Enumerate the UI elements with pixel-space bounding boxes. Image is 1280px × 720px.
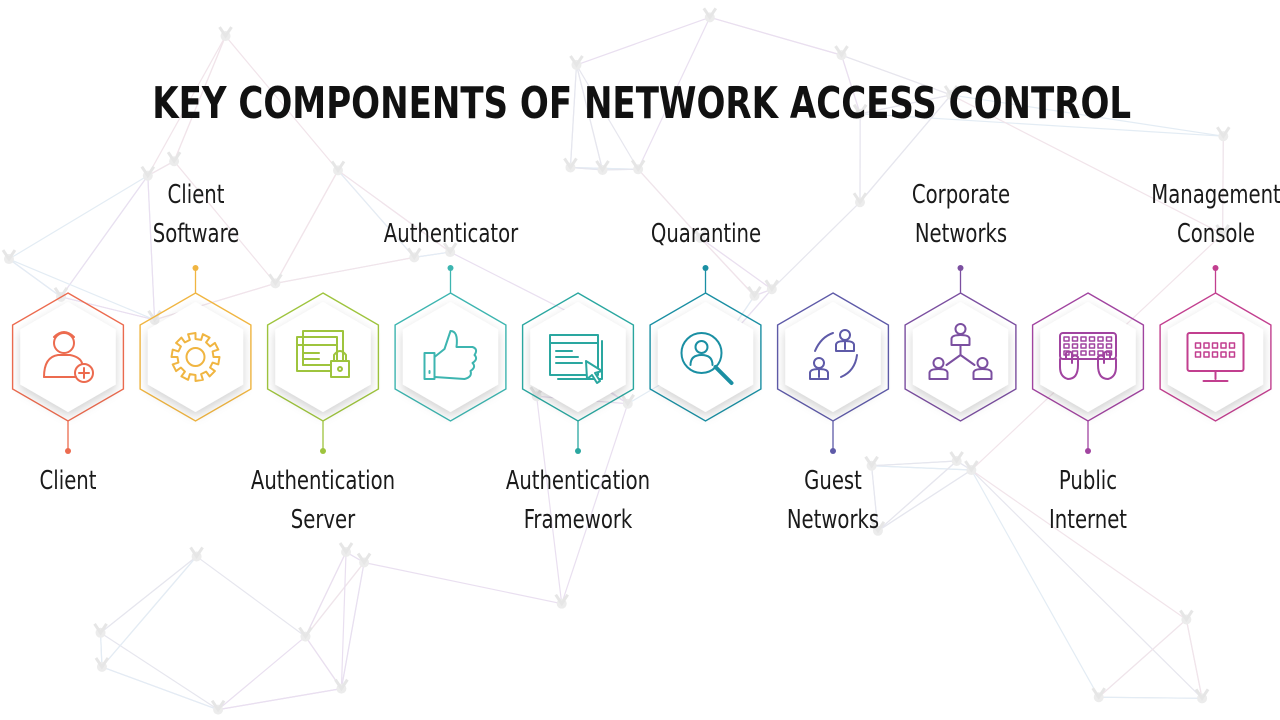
connector-dot bbox=[957, 265, 964, 271]
server-lock-icon bbox=[296, 330, 350, 378]
component-label-line: Client bbox=[167, 180, 224, 210]
component-label-line: Management bbox=[1150, 180, 1280, 210]
component-node-9 bbox=[1031, 292, 1145, 454]
connector-dot bbox=[320, 448, 326, 454]
hexagon-tile bbox=[1040, 302, 1136, 412]
hexagon-tile bbox=[20, 302, 116, 412]
component-node-7 bbox=[776, 292, 890, 454]
component-label-line: Public bbox=[1058, 466, 1118, 496]
connector-dot bbox=[447, 265, 454, 271]
component-label-line: Server bbox=[290, 505, 356, 535]
component-label-line: Console bbox=[1176, 219, 1255, 249]
component-label-4: Authenticator bbox=[375, 215, 526, 254]
component-label-line: Internet bbox=[1049, 505, 1127, 535]
component-label-line: Framework bbox=[523, 505, 633, 535]
component-label-line: Software bbox=[152, 219, 239, 249]
hexagon-outline bbox=[394, 292, 507, 422]
connector-dot bbox=[65, 448, 71, 454]
connector-dot bbox=[192, 265, 199, 271]
monitor-console-icon bbox=[1186, 332, 1245, 382]
component-label-line: Networks bbox=[786, 505, 880, 535]
component-node-3 bbox=[266, 292, 380, 454]
component-node-8 bbox=[904, 265, 1017, 422]
hexagon-tile bbox=[657, 302, 754, 412]
connector-dot bbox=[830, 448, 836, 454]
connector-dot bbox=[575, 448, 581, 454]
hexagon-tile bbox=[275, 302, 371, 412]
user-search-icon bbox=[680, 332, 734, 385]
hexagon-outline bbox=[139, 292, 252, 422]
component-label-line: Guest bbox=[804, 466, 862, 496]
connector-dot bbox=[1212, 265, 1219, 271]
component-label-line: Quarantine bbox=[650, 219, 761, 249]
user-add-icon bbox=[43, 331, 94, 383]
component-label-line: Corporate bbox=[911, 180, 1010, 210]
component-node-10 bbox=[1159, 265, 1272, 422]
component-label-line: Networks bbox=[914, 219, 1007, 249]
component-node-5 bbox=[521, 292, 635, 454]
component-node-2 bbox=[139, 265, 252, 422]
hexagon-tile bbox=[402, 302, 499, 412]
guest-network-icon bbox=[809, 329, 858, 380]
hexagon-outline bbox=[1159, 292, 1272, 422]
gear-icon bbox=[170, 332, 221, 382]
component-label-line: Authentication bbox=[250, 466, 396, 496]
keyboard-hands-icon bbox=[1059, 332, 1117, 380]
page-title: KEY COMPONENTS OF NETWORK ACCESS CONTROL bbox=[152, 78, 1132, 129]
component-node-1 bbox=[11, 292, 125, 454]
hexagon-tile bbox=[912, 302, 1009, 412]
hexagon-tile bbox=[147, 302, 244, 412]
component-label-line: Authenticator bbox=[383, 219, 518, 249]
component-node-4 bbox=[394, 265, 507, 422]
corporate-network-icon bbox=[928, 323, 993, 380]
hexagon-tile bbox=[785, 302, 881, 412]
window-cursor-icon bbox=[549, 334, 603, 384]
connector-dot bbox=[702, 265, 709, 271]
hexagon-outline bbox=[649, 292, 762, 422]
hexagon-outline bbox=[904, 292, 1017, 422]
component-node-6 bbox=[649, 265, 762, 422]
thumbs-up-icon bbox=[423, 330, 478, 380]
component-label-1: Client bbox=[0, 462, 144, 501]
component-label-line: Client bbox=[39, 466, 97, 496]
connector-dot bbox=[1085, 448, 1091, 454]
component-label-line: Authentication bbox=[505, 466, 651, 496]
component-label-6: Quarantine bbox=[630, 215, 781, 254]
